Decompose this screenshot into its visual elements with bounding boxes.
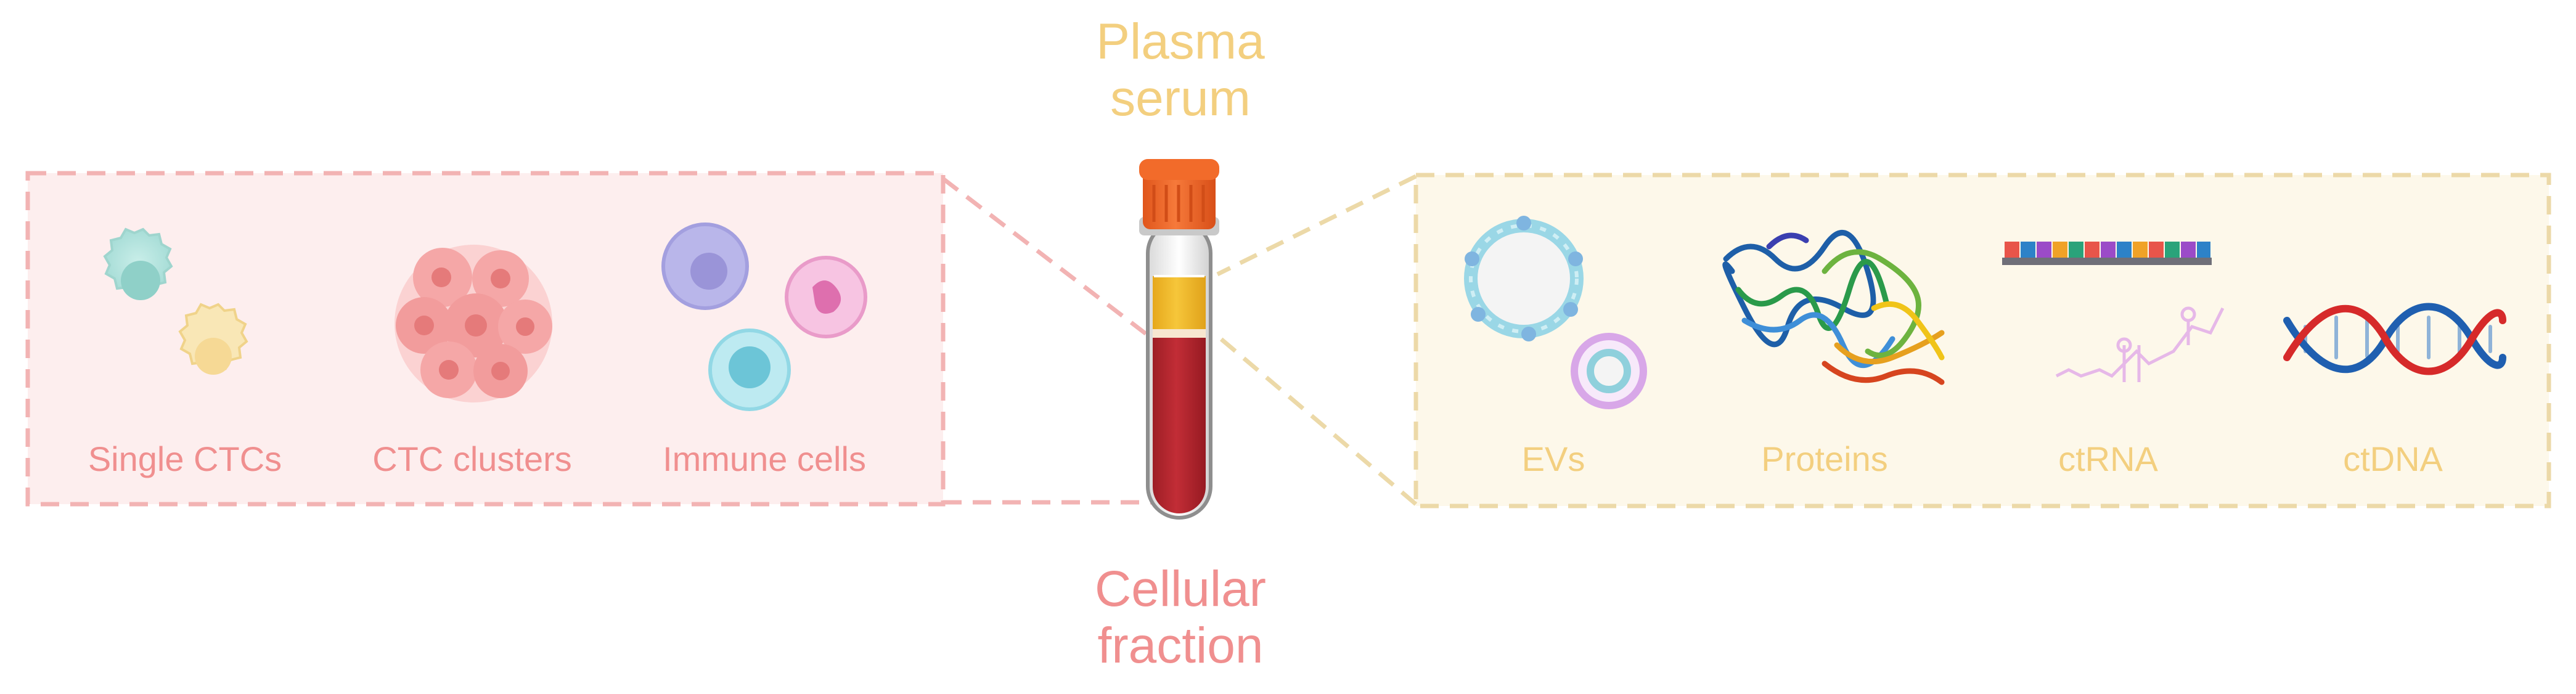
plasma-serum-label: Plasma serum [1091, 14, 1270, 127]
immune-cells-icon [661, 222, 867, 411]
buffy-coat-layer [1153, 328, 1206, 338]
connector-cellular-top [941, 177, 1155, 341]
ctrna-label: ctRNA [2058, 439, 2158, 478]
ctc-cluster-icon [395, 245, 552, 402]
ctc-clusters-label: CTC clusters [372, 439, 572, 478]
plasma-label-line2: serum [1110, 70, 1251, 126]
connector-plasma-bottom [1216, 334, 1418, 506]
proteins-label: Proteins [1761, 439, 1888, 478]
connector-plasma-top [1216, 174, 1417, 277]
protein-structure-icon [1722, 230, 1945, 385]
plasma-label-line1: Plasma [1096, 14, 1265, 70]
blood-collection-tube [1139, 159, 1219, 520]
single-ctc-icon [103, 227, 248, 375]
single-ctcs-label: Single CTCs [88, 439, 282, 478]
dna-helix-icon [2283, 303, 2506, 375]
blood-layer [1153, 336, 1206, 513]
extracellular-vesicle-icon [1464, 216, 1647, 409]
immune-cells-label: Immune cells [663, 439, 866, 478]
plasma-layer [1153, 276, 1206, 329]
cellular-label-line2: fraction [1097, 618, 1264, 674]
connector-lines [941, 174, 1418, 506]
cellular-label-line1: Cellular [1095, 561, 1266, 617]
rna-strand-icon [2002, 242, 2225, 382]
evs-label: EVs [1521, 439, 1585, 478]
ctdna-label: ctDNA [2343, 439, 2443, 478]
cellular-fraction-label: Cellular fraction [1085, 561, 1276, 674]
